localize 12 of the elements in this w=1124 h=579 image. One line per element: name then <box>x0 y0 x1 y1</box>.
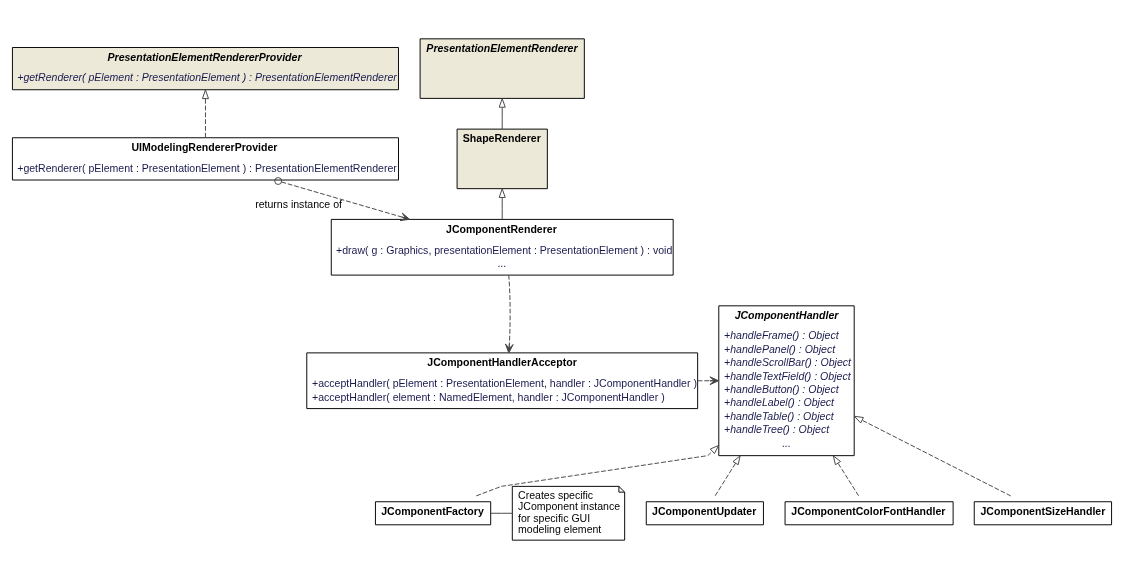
arrow <box>475 444 720 497</box>
arrow <box>504 274 514 354</box>
arrow <box>201 89 209 138</box>
arrow <box>714 455 741 497</box>
arrow <box>498 98 506 130</box>
connector <box>490 512 513 514</box>
arrow <box>697 376 720 386</box>
arrow <box>498 188 506 220</box>
arrow <box>853 415 1012 497</box>
arrow <box>832 455 860 497</box>
edge-label: returns instance of <box>255 197 342 210</box>
arrow <box>274 177 411 222</box>
